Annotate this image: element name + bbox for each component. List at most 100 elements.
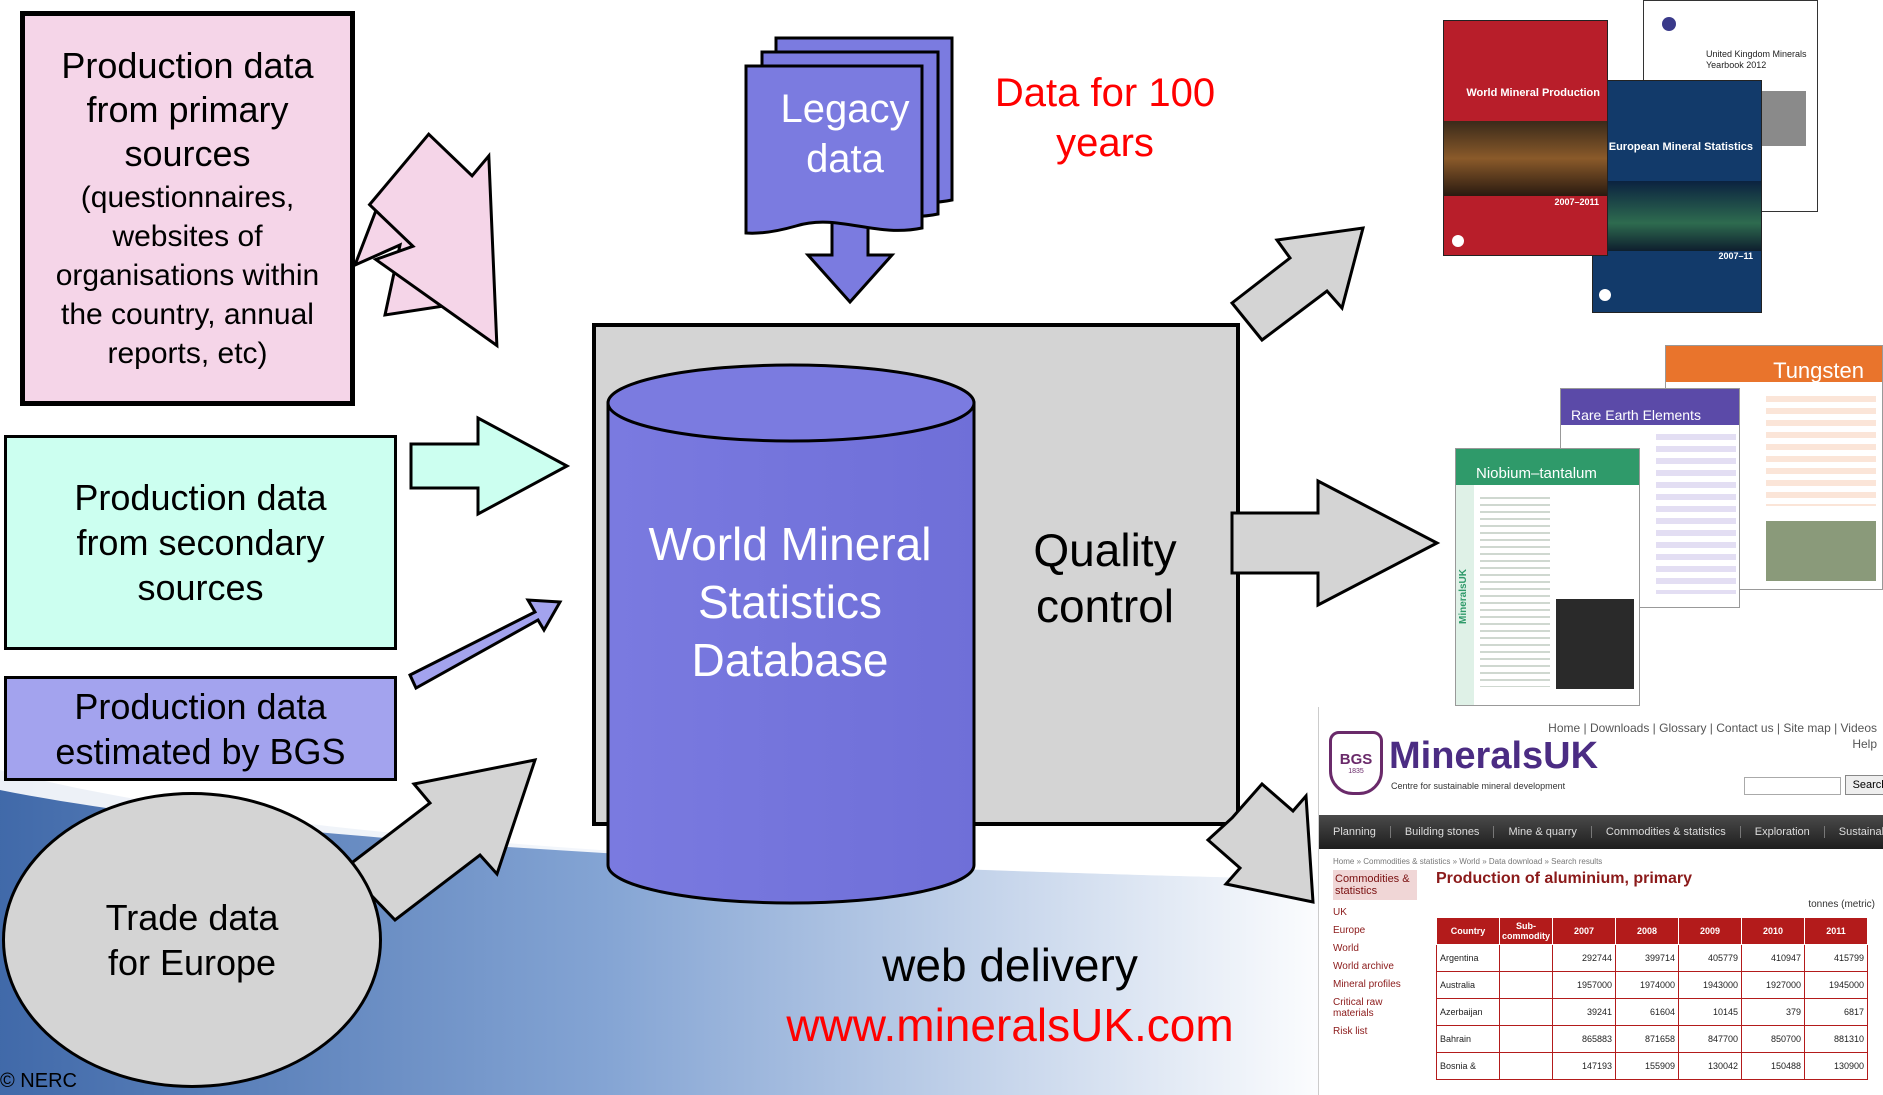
estimated-bgs-box: Production data estimated by BGS [4, 676, 397, 781]
database-cylinder-top [606, 363, 976, 443]
table-header: Country [1436, 917, 1500, 945]
table-cell: 881310 [1804, 1025, 1869, 1053]
web-delivery-label: web delivery [882, 939, 1138, 991]
menu-item[interactable]: Building stones [1391, 826, 1495, 838]
secondary-sources-box: Production data from secondary sources [4, 435, 397, 650]
table-cell: 1943000 [1678, 971, 1743, 999]
arrow-estimated [408, 598, 563, 691]
table-cell: 847700 [1678, 1025, 1743, 1053]
table-row: Bosnia & 147193 155909 130042 150488 130… [1436, 1052, 1869, 1080]
bgs-logo: BGS 1835 [1329, 731, 1383, 795]
website-search-input[interactable] [1744, 777, 1841, 795]
niobium-title: Niobium–tantalum [1476, 465, 1597, 482]
niobium-tantalum-profile: Niobium–tantalum MineralsUK [1455, 448, 1640, 706]
primary-sources-detail: (questionnaires, websites of organisatio… [55, 181, 320, 370]
rare-earth-title: Rare Earth Elements [1571, 407, 1701, 423]
sidebar-item[interactable]: World [1333, 943, 1359, 954]
table-cell: 405779 [1678, 944, 1743, 972]
uk-yearbook-title: United Kingdom Minerals Yearbook 2012 [1706, 49, 1807, 70]
table-header: 2007 [1552, 917, 1617, 945]
sidebar-item[interactable]: Europe [1333, 925, 1366, 936]
quality-control-label: Quality control [1033, 524, 1177, 632]
european-mineral-statistics-cover: European Mineral Statistics 2007–11 [1592, 80, 1762, 313]
table-cell: 399714 [1615, 944, 1680, 972]
table-cell [1498, 971, 1554, 999]
table-cell: 155909 [1615, 1052, 1680, 1080]
primary-sources-title: Production data from primary sources [61, 45, 314, 174]
primary-sources-box: Production data from primary sources (qu… [20, 11, 355, 406]
sidebar-heading: Commodities & statistics [1333, 870, 1417, 900]
wmp-title: World Mineral Production [1466, 87, 1600, 99]
table-cell: Azerbaijan [1436, 998, 1500, 1026]
sidebar-item[interactable]: Mineral profiles [1333, 979, 1401, 990]
web-url-link[interactable]: www.mineralsUK.com [786, 999, 1234, 1051]
table-cell: 871658 [1615, 1025, 1680, 1053]
table-cell: 10145 [1678, 998, 1743, 1026]
table-cell: 1957000 [1552, 971, 1617, 999]
arrow-secondary [409, 415, 571, 517]
trade-data-label: Trade data for Europe [105, 897, 279, 983]
table-row: Argentina 292744 399714 405779 410947 41… [1436, 944, 1869, 972]
menu-item[interactable]: Exploration [1741, 826, 1825, 838]
ems-title: European Mineral Statistics [1608, 141, 1753, 153]
table-header: 2011 [1804, 917, 1869, 945]
table-cell: Australia [1436, 971, 1500, 999]
tungsten-title: Tungsten [1773, 358, 1864, 383]
table-cell: 130042 [1678, 1052, 1743, 1080]
table-cell: 39241 [1552, 998, 1617, 1026]
table-cell: 1945000 [1804, 971, 1869, 999]
table-cell: 865883 [1552, 1025, 1617, 1053]
table-cell: 415799 [1804, 944, 1869, 972]
profile-side-label: MineralsUK [1458, 569, 1469, 625]
trade-data-ellipse: Trade data for Europe [2, 792, 382, 1088]
table-cell: 1927000 [1741, 971, 1806, 999]
arrow-output-profiles [1230, 478, 1441, 608]
table-row: Azerbaijan 39241 61604 10145 379 6817 [1436, 998, 1869, 1026]
sidebar-item[interactable]: UK [1333, 907, 1347, 918]
table-cell: 1974000 [1615, 971, 1680, 999]
arrow-output-website [1205, 781, 1315, 904]
sidebar-item[interactable]: Critical raw materials [1333, 997, 1383, 1019]
table-header: Sub-commodity [1498, 917, 1554, 945]
table-row: Bahrain 865883 871658 847700 850700 8813… [1436, 1025, 1869, 1053]
arrow-trade [342, 758, 538, 923]
data-for-100-years-label: Data for 100 years [994, 71, 1216, 165]
website-top-nav[interactable]: Home | Downloads | Glossary | Contact us… [1548, 721, 1877, 735]
table-cell: 410947 [1741, 944, 1806, 972]
menu-item[interactable]: Sustainability [1825, 826, 1883, 838]
aluminium-production-table: Country Sub-commodity 2007 2008 2009 201… [1436, 917, 1869, 1080]
table-cell: 6817 [1804, 998, 1869, 1026]
menu-item[interactable]: Commodities & statistics [1592, 826, 1741, 838]
menu-item[interactable]: Mine & quarry [1494, 826, 1592, 838]
table-header: 2010 [1741, 917, 1806, 945]
database-label: World Mineral Statistics Database [648, 518, 932, 686]
table-cell [1498, 998, 1554, 1026]
legacy-doc-1 [744, 64, 924, 235]
copyright-notice: © NERC [0, 1070, 77, 1092]
table-cell: Bahrain [1436, 1025, 1500, 1053]
sidebar-item[interactable]: World archive [1333, 961, 1394, 972]
table-cell [1498, 944, 1554, 972]
website-search-button[interactable]: Search [1845, 775, 1883, 795]
table-row: Australia 1957000 1974000 1943000 192700… [1436, 971, 1869, 999]
website-help-link[interactable]: Help [1852, 737, 1877, 751]
website-breadcrumb: Home » Commodities & statistics » World … [1333, 857, 1603, 866]
table-cell: 130900 [1804, 1052, 1869, 1080]
table-cell: 379 [1741, 998, 1806, 1026]
website-sidebar: Commodities & statistics UK Europe World… [1333, 870, 1417, 1037]
arrow-primary-shape [367, 132, 499, 349]
estimated-bgs-label: Production data estimated by BGS [55, 685, 346, 772]
table-cell: 150488 [1741, 1052, 1806, 1080]
website-menu-bar: Planning Building stones Mine & quarry C… [1319, 815, 1883, 849]
menu-item[interactable]: Planning [1319, 826, 1391, 838]
table-cell: 147193 [1552, 1052, 1617, 1080]
sidebar-item[interactable]: Risk list [1333, 1026, 1368, 1037]
table-cell: Bosnia & [1436, 1052, 1500, 1080]
secondary-sources-label: Production data from secondary sources [74, 477, 327, 608]
wmp-years: 2007–2011 [1554, 197, 1599, 207]
website-brand: MineralsUK [1389, 735, 1599, 777]
table-cell: 292744 [1552, 944, 1617, 972]
table-cell [1498, 1052, 1554, 1080]
table-cell: Argentina [1436, 944, 1500, 972]
